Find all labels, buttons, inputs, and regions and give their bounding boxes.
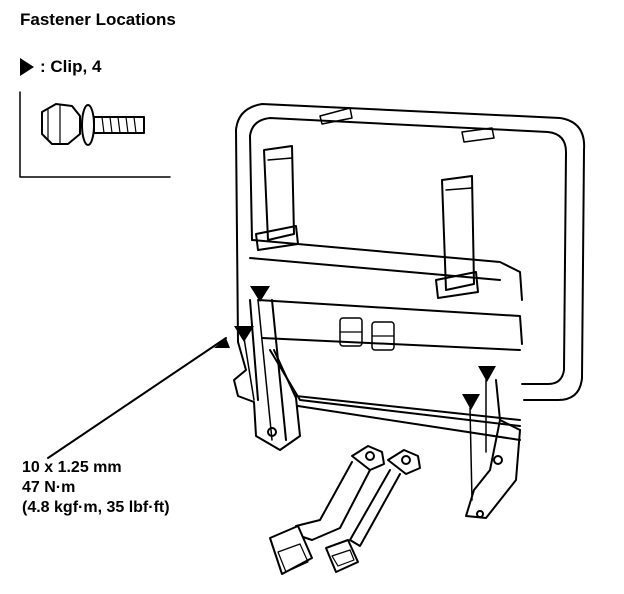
- flange-bolt-icon: [41, 103, 145, 146]
- legend-label: : Clip, 4: [40, 57, 102, 76]
- bolt-leader-line: [47, 337, 227, 459]
- clip-marker-upper-left: [250, 286, 270, 302]
- right-hinge: [465, 379, 521, 519]
- page-title: Fastener Locations: [20, 10, 176, 29]
- upper-left-bracket: [255, 145, 299, 251]
- seat-back: [235, 103, 586, 441]
- clip-marker-lower-right: [462, 394, 480, 410]
- legend: : Clip, 4: [20, 57, 101, 77]
- clip-marker-lower-left: [234, 326, 254, 342]
- leader-lines: [243, 299, 487, 501]
- left-hinge: [233, 299, 301, 451]
- bolt-torque-nm: 47 N·m: [22, 479, 76, 496]
- clip-triangle-icon: [20, 58, 34, 76]
- bolt-leader-arrowhead: [214, 338, 230, 348]
- bolt-inset: [19, 91, 171, 178]
- bolt-size: 10 x 1.25 mm: [22, 459, 122, 476]
- clip-marker-upper-right: [478, 366, 496, 382]
- bolt-spec: 10 x 1.25 mm 47 N·m (4.8 kgf·m, 35 lbf·f…: [22, 458, 170, 518]
- seat-belt-buckles: [269, 445, 421, 575]
- upper-right-bracket: [435, 175, 479, 299]
- bolt-torque-alt: (4.8 kgf·m, 35 lbf·ft): [22, 499, 170, 516]
